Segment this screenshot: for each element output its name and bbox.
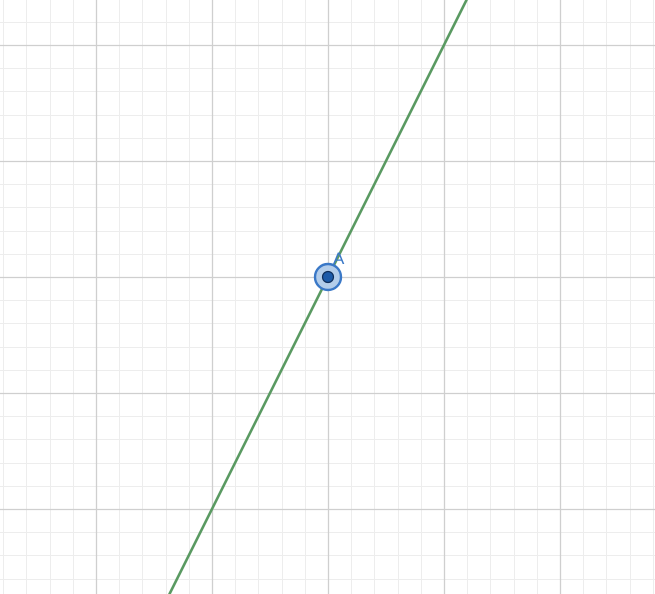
point-a[interactable] xyxy=(313,262,343,292)
point-a-label: A xyxy=(333,249,345,268)
point-a-dot xyxy=(321,270,335,284)
line-through-a[interactable] xyxy=(168,0,468,594)
